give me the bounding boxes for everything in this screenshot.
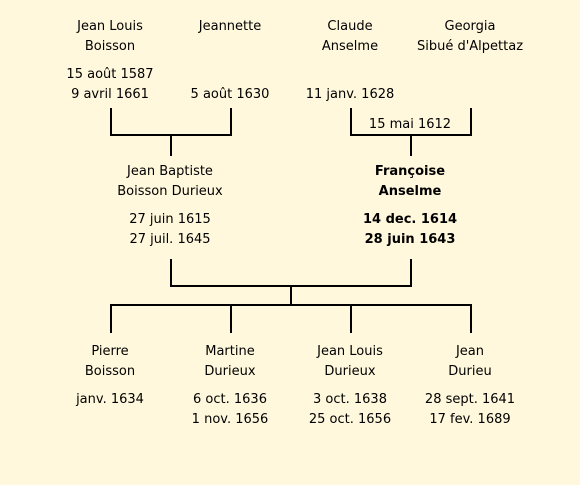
- person-georgia-sibue: Georgia Sibué d'Alpettaz: [400, 17, 540, 57]
- person-pierre-boisson: Pierre Boisson janv. 1634: [40, 342, 180, 410]
- person-date-line2: 11 janv. 1628: [305, 87, 395, 102]
- person-name-line2: Anselme: [321, 39, 379, 54]
- person-date-line1: [160, 65, 300, 85]
- person-name-line2: Durieux: [204, 364, 256, 379]
- marriage-date-label: 15 mai 1612: [368, 117, 452, 132]
- person-date-line1: 27 juin 1615: [129, 212, 211, 227]
- person-name-line1: Pierre: [91, 344, 129, 359]
- person-jean-baptiste-boisson-durieux: Jean Baptiste Boisson Durieux 27 juin 16…: [100, 162, 240, 250]
- person-date-line2: 25 oct. 1656: [308, 412, 392, 427]
- grandparents-right-connector: [350, 108, 472, 156]
- person-name-line1: Georgia: [444, 19, 496, 34]
- person-date-line1: 6 oct. 1636: [193, 392, 267, 407]
- person-name-line1: Jean Baptiste: [127, 164, 213, 179]
- person-name-line1: Françoise: [374, 164, 446, 179]
- grandparents-left-connector: [110, 108, 232, 156]
- person-name-line2: Sibué d'Alpettaz: [416, 39, 524, 54]
- person-date-line1: [280, 65, 420, 85]
- person-name-line2: Anselme: [378, 184, 442, 199]
- person-date-line2: 9 avril 1661: [71, 87, 149, 102]
- person-claude-anselme: Claude Anselme 11 janv. 1628: [280, 17, 420, 105]
- person-name-line1: Jean Louis: [317, 344, 383, 359]
- person-jean-louis-durieux: Jean Louis Durieux 3 oct. 1638 25 oct. 1…: [280, 342, 420, 430]
- person-name-line1: Jeannette: [198, 19, 262, 34]
- parents-connector: [170, 259, 412, 305]
- person-date-line1: 14 dec. 1614: [362, 212, 458, 227]
- person-date-line2: 1 nov. 1656: [191, 412, 269, 427]
- person-name-line2: Durieux: [324, 364, 376, 379]
- person-date-line2: 5 août 1630: [190, 87, 270, 102]
- person-name-line1: Jean Louis: [77, 19, 143, 34]
- person-date-line1: 15 août 1587: [66, 67, 154, 82]
- person-date-line2: 28 juin 1643: [364, 232, 456, 247]
- person-name-line2: Boisson Durieux: [117, 184, 223, 199]
- person-name-line2: Durieu: [448, 364, 492, 379]
- person-name-line2: Boisson: [84, 364, 136, 379]
- person-date-line1: janv. 1634: [76, 392, 144, 407]
- person-name-line2: [160, 37, 300, 57]
- children-connector: [110, 304, 472, 333]
- person-name-line2: Boisson: [84, 39, 136, 54]
- person-date-line1: 3 oct. 1638: [313, 392, 387, 407]
- person-name-line1: Martine: [205, 344, 255, 359]
- person-date-line1: 28 sept. 1641: [424, 392, 516, 407]
- person-martine-durieux: Martine Durieux 6 oct. 1636 1 nov. 1656: [160, 342, 300, 430]
- person-name-line1: Claude: [327, 19, 373, 34]
- person-jean-durieu: Jean Durieu 28 sept. 1641 17 fev. 1689: [400, 342, 540, 430]
- person-date-line2: 27 juil. 1645: [129, 232, 211, 247]
- person-date-line2: 17 fev. 1689: [429, 412, 511, 427]
- person-jean-louis-boisson: Jean Louis Boisson 15 août 1587 9 avril …: [40, 17, 180, 105]
- person-jeannette: Jeannette 5 août 1630: [160, 17, 300, 105]
- person-name-line1: Jean: [455, 344, 485, 359]
- person-francoise-anselme: Françoise Anselme 14 dec. 1614 28 juin 1…: [340, 162, 480, 250]
